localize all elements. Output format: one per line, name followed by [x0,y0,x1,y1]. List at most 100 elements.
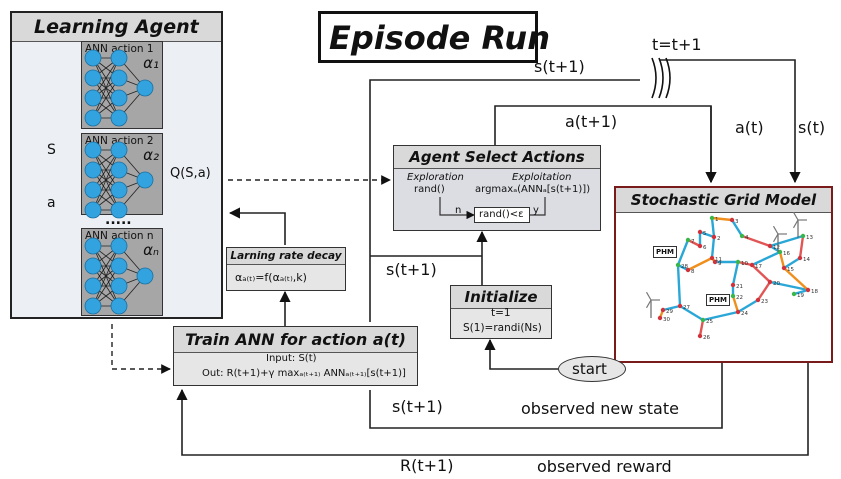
ann-label: ANN action 2 [85,135,154,147]
grid-node-label: 27 [683,305,690,311]
grid-node-label: 11 [715,257,722,263]
neuron-node [84,109,102,127]
neuron-node [84,69,102,87]
grid-line [798,235,805,259]
exploitation-formula: argmaxₐ(ANNₐ[s(t+1)]) [475,184,591,195]
grid-node-label: 23 [761,299,768,305]
lr-decay-box: Larning rate decay αₐ₍ₜ₎=f(αₐ₍ₜ₎,k) [226,247,346,291]
exploitation-title: Exploitation [512,172,572,183]
neuron-node [110,181,128,199]
branch-n-label: n [455,205,462,216]
t-increment-label: t=t+1 [652,35,702,54]
phm-label-2: PHM [706,294,730,306]
lr-to-agent-arrow [228,207,286,245]
wind-turbine-icon [645,291,660,318]
grid-line [751,250,781,267]
train-ann-output: Out: R(t+1)+γ maxₐ₍ₜ₊₁₎ ANNₐ₍ₜ₊₁₎[s(t+1)… [202,368,406,379]
neuron-node [110,277,128,295]
grid-node [735,309,741,315]
agent-select-title: Agent Select Actions [394,146,600,169]
grid-model-title: Stochastic Grid Model [616,188,831,213]
s-t1-top-label: s(t+1) [534,57,585,76]
grid-line [676,264,682,307]
grid-node-label: 20 [773,281,780,287]
neuron-node [110,161,128,179]
neuron-node [136,267,154,285]
grid-node-label: 2 [717,236,721,242]
grid-node-label: 17 [755,264,762,270]
grid-node-label: 6 [703,245,707,251]
grid-node-label: 7 [691,239,695,245]
observed-reward-label: observed reward [537,457,672,476]
wind-turbine-icon [792,211,807,238]
grid-node-label: 19 [797,293,804,299]
grid-node-label: 9 [718,261,722,267]
alpha-symbol: αₙ [143,241,159,259]
grid-line [702,310,739,322]
neuron-node [110,237,128,255]
grid-node-label: 21 [736,284,743,290]
neuron-node [110,297,128,315]
title-box: Episode Run [318,11,550,63]
ann-label: ANN action 1 [85,43,154,55]
grid-line [710,217,716,238]
grid-node [685,267,691,273]
neuron-node [84,181,102,199]
grid-node-label: 3 [735,219,739,225]
grid-line [731,295,740,313]
grid-node-label: 18 [811,289,818,295]
grid-line [741,234,771,248]
grid-line [793,288,809,296]
grid-edges [658,216,809,337]
neuron-node [110,201,128,219]
grid-node-label: 22 [736,295,743,301]
time-break-marks [651,57,671,99]
grid-node [767,243,773,249]
grid-line [757,281,771,301]
agent-to-train-dashed [111,324,171,374]
ann-label: ANN action n [85,230,154,242]
grid-line [711,216,733,222]
page-title: Episode Run [329,19,550,57]
grid-node [739,233,745,239]
neuron-node [110,89,128,107]
grid-line [662,304,681,312]
grid-node [730,282,736,288]
grid-node [791,291,797,297]
grid-node [749,262,755,268]
a-t-label: a(t) [735,118,764,137]
neuron-node [110,69,128,87]
grid-model-box: Stochastic Grid Model [614,186,833,363]
ann-ellipsis: ..... [105,212,132,228]
grid-node-label: 24 [741,311,748,317]
new-state-line [369,363,723,429]
grid-line [731,261,740,286]
grid-line [687,238,701,248]
grid-node-label: 13 [806,235,813,241]
a-input-label: a [47,195,56,211]
alpha-symbol: α₁ [143,54,159,72]
train-ann-title: Train ANN for action a(t) [174,327,417,353]
grid-node [800,233,806,239]
grid-node [805,287,811,293]
start-node[interactable]: start [558,356,626,382]
condition-box: rand()<ε [474,207,530,223]
reward-line [176,363,809,456]
ann-network [84,49,154,127]
grid-node [697,333,703,339]
grid-node [729,217,735,223]
initialize-line2: S(1)=randi(Ns) [463,322,542,334]
neuron-node [84,49,102,67]
grid-node [685,237,691,243]
grid-line [783,267,809,291]
neuron-node [110,109,128,127]
neuron-node [84,297,102,315]
grid-node-label: 30 [663,317,670,323]
grid-node-label: 12 [773,245,780,251]
grid-node-label: 4 [745,235,749,241]
s-t-arrow [660,59,801,184]
phm-label-1: PHM [653,246,677,258]
grid-node-label: 1 [715,217,719,223]
